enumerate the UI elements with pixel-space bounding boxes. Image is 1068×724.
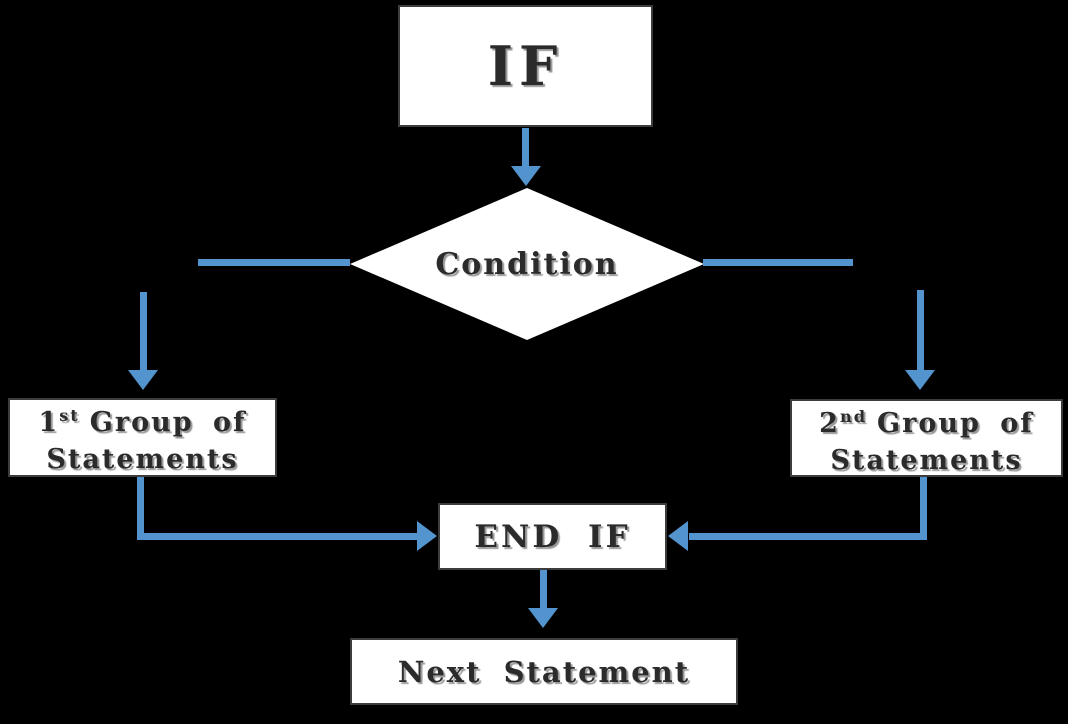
arrowhead-down-icon <box>128 370 158 390</box>
arrowhead-down-icon <box>511 166 541 186</box>
connector-group1-elbow-vertical <box>137 477 144 537</box>
flowchart-node-condition: Condition <box>350 188 704 340</box>
group2-line2: Statements <box>830 444 1023 476</box>
group2-line1: Group of <box>877 407 1034 439</box>
if-label: IF <box>487 34 564 98</box>
group2-label: 2nd Group of Statements <box>819 398 1034 479</box>
group1-line1: Group of <box>89 407 247 438</box>
connector-if-to-condition-line <box>522 128 529 170</box>
flowchart-node-next-statement: Next Statement <box>350 638 738 705</box>
next-statement-label: Next Statement <box>397 654 691 689</box>
condition-label: Condition <box>435 246 619 282</box>
flowchart-node-end-if: END IF <box>438 503 667 570</box>
flowchart-node-if: IF <box>398 5 653 127</box>
flowchart-node-group1: 1st Group of Statements <box>8 398 277 477</box>
arrowhead-left-icon <box>668 521 688 551</box>
group2-number: 2 <box>819 407 840 439</box>
arrowhead-right-icon <box>417 521 437 551</box>
connector-endif-to-next-line <box>540 570 547 610</box>
connector-condition-right-line <box>703 259 853 266</box>
group1-line2: Statements <box>46 444 239 475</box>
group1-ordinal: st <box>59 406 80 425</box>
group1-number: 1 <box>38 407 60 438</box>
group2-ordinal: nd <box>839 406 868 426</box>
arrowhead-down-icon <box>905 370 935 390</box>
connector-group2-elbow-vertical <box>920 477 927 537</box>
arrowhead-down-icon <box>528 608 558 628</box>
connector-condition-left-line <box>198 259 350 266</box>
group1-label: 1st Group of Statements <box>38 397 246 478</box>
connector-to-group2-line <box>917 290 924 372</box>
end-if-label: END IF <box>474 518 631 555</box>
connector-group1-elbow-horizontal <box>137 533 419 540</box>
flowchart-node-group2: 2nd Group of Statements <box>790 399 1063 477</box>
connector-group2-elbow-horizontal <box>689 533 927 540</box>
connector-to-group1-line <box>140 292 147 372</box>
